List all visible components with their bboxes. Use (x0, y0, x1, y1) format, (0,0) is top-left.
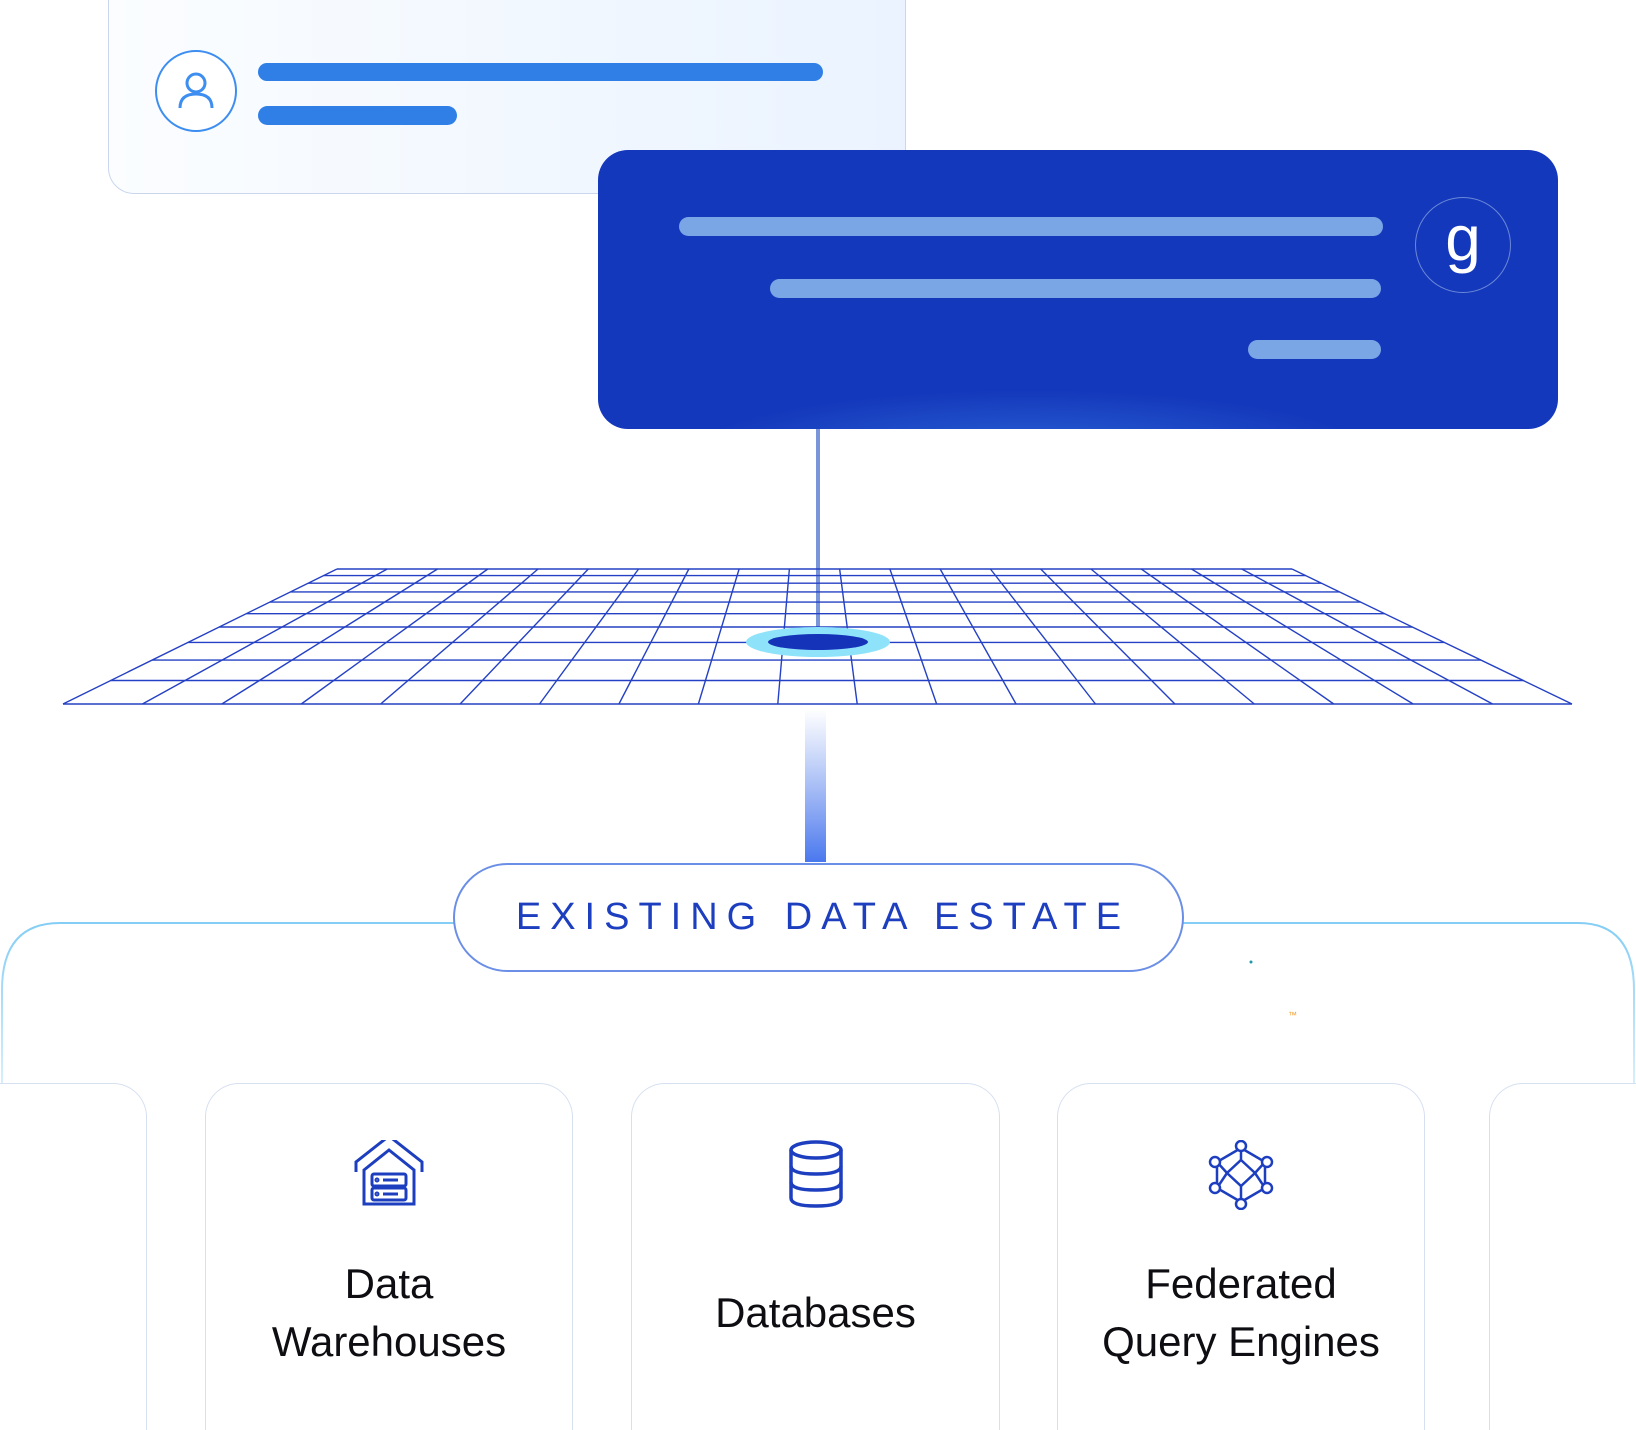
grid-line-vertical (889, 568, 938, 705)
trademark: ™ (1288, 1010, 1297, 1020)
grid-line-vertical (1140, 568, 1335, 705)
grid-line-vertical (62, 568, 338, 705)
grid-line-vertical (697, 568, 740, 705)
grid-line-vertical (1291, 568, 1573, 705)
placeholder-text-line (679, 217, 1383, 236)
existing-data-estate-label: EXISTING DATA ESTATE (453, 863, 1184, 972)
card-label: Databases (715, 1289, 916, 1336)
grid-line-vertical (1040, 568, 1176, 705)
grid-line-vertical (142, 568, 388, 705)
anchor-point (768, 634, 868, 650)
grid-line-vertical (459, 568, 589, 705)
warehouse-icon (354, 1140, 424, 1206)
source-card-partial-left (0, 1083, 147, 1430)
network-cube-icon (1208, 1140, 1274, 1210)
grid-line-vertical (1090, 568, 1255, 705)
card-label: Federated (1145, 1260, 1337, 1307)
source-card-federated-query-engines[interactable]: Federated Query Engines (1057, 1083, 1425, 1430)
source-card-databases[interactable]: Databases (631, 1083, 1000, 1430)
source-card-partial-right (1489, 1083, 1636, 1430)
grid-line-vertical (939, 568, 1017, 705)
card-label: Data (344, 1260, 434, 1307)
source-card-data-warehouses[interactable]: Data Warehouses (205, 1083, 573, 1430)
grid-line-vertical (989, 568, 1097, 705)
placeholder-text-line (258, 106, 457, 125)
decorative-dot (1249, 960, 1253, 964)
card-label: Warehouses (271, 1318, 507, 1365)
card-label: Query Engines (1102, 1318, 1380, 1365)
placeholder-text-line (1248, 340, 1381, 359)
perspective-grid (62, 568, 1573, 705)
database-icon (788, 1140, 843, 1208)
assistant-response-card (598, 150, 1558, 429)
estate-label-text: EXISTING DATA ESTATE (515, 896, 1131, 938)
grid-line-vertical (1241, 568, 1493, 705)
brand-logo-icon: g (1415, 197, 1511, 293)
grid-line-vertical (618, 568, 690, 705)
placeholder-text-line (258, 63, 823, 81)
connector-gradient (805, 709, 826, 862)
grid-line-vertical (538, 568, 640, 705)
placeholder-text-line (770, 279, 1381, 298)
grid-line-vertical (1191, 568, 1414, 705)
user-avatar-icon (155, 50, 237, 132)
